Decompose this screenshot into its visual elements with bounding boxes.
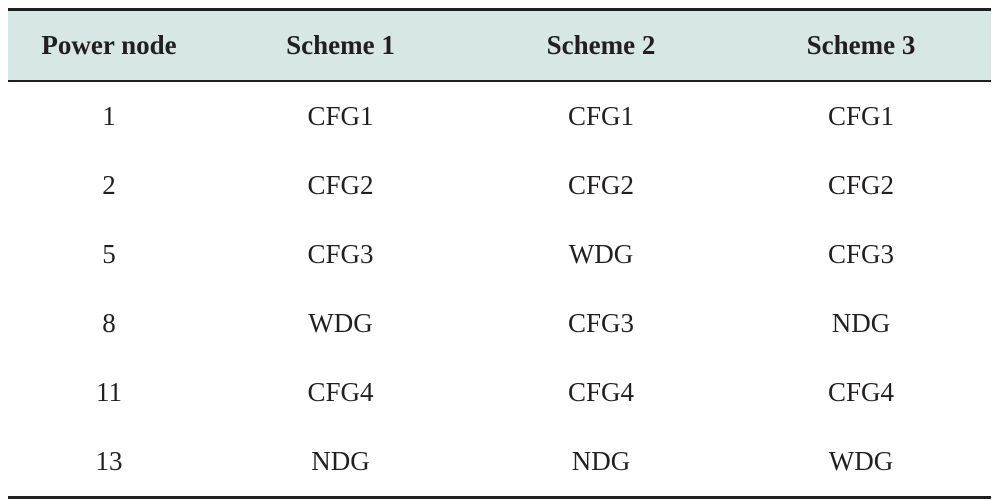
header-scheme-2: Scheme 2 xyxy=(471,8,731,82)
power-node-scheme-table: Power node Scheme 1 Scheme 2 Scheme 3 1 … xyxy=(8,8,991,499)
cell-scheme-3: WDG xyxy=(731,427,991,499)
cell-scheme-3: CFG2 xyxy=(827,170,895,200)
cell-power-node: 5 xyxy=(102,239,116,269)
cell-scheme-3: NDG xyxy=(831,308,891,338)
cell-scheme-2: CFG3 xyxy=(567,308,635,338)
cell-scheme-2: WDG xyxy=(568,239,634,269)
table-body: 1 CFG1 CFG1 CFG1 2 CFG2 CFG2 CFG2 5 CFG3… xyxy=(8,81,991,499)
header-scheme-3: Scheme 3 xyxy=(731,8,991,82)
table-header: Power node Scheme 1 Scheme 2 Scheme 3 xyxy=(8,8,991,82)
cell-scheme-2: CFG4 xyxy=(567,377,635,407)
header-row: Power node Scheme 1 Scheme 2 Scheme 3 xyxy=(8,8,991,82)
header-power-node: Power node xyxy=(8,8,210,82)
cell-power-node: 13 xyxy=(8,427,210,499)
table-row: 8 WDG CFG3 NDG xyxy=(8,289,991,358)
table-row: 1 CFG1 CFG1 CFG1 xyxy=(8,81,991,151)
cell-power-node: 8 xyxy=(102,308,116,338)
table-row: 2 CFG2 CFG2 CFG2 xyxy=(8,151,991,220)
cell-scheme-1: CFG1 xyxy=(307,101,374,131)
header-scheme-1: Scheme 1 xyxy=(210,8,471,82)
table-row: 5 CFG3 WDG CFG3 xyxy=(8,220,991,289)
cell-scheme-1: CFG4 xyxy=(307,377,374,407)
cell-scheme-1: CFG3 xyxy=(307,239,374,269)
table-row: 13 NDG NDG WDG xyxy=(8,427,991,499)
cell-scheme-2: CFG1 xyxy=(567,101,635,131)
cell-power-node: 2 xyxy=(102,170,116,200)
data-table-container: Power node Scheme 1 Scheme 2 Scheme 3 1 … xyxy=(8,8,991,499)
cell-scheme-3: CFG1 xyxy=(827,101,895,131)
cell-power-node: 1 xyxy=(102,101,116,131)
cell-scheme-1: CFG2 xyxy=(307,170,374,200)
cell-power-node: 11 xyxy=(96,377,122,407)
cell-scheme-3: CFG4 xyxy=(827,377,895,407)
cell-scheme-2: NDG xyxy=(471,427,731,499)
table-row: 11 CFG4 CFG4 CFG4 xyxy=(8,358,991,427)
cell-scheme-1: NDG xyxy=(210,427,471,499)
cell-scheme-3: CFG3 xyxy=(827,239,895,269)
cell-scheme-1: WDG xyxy=(308,308,373,338)
cell-scheme-2: CFG2 xyxy=(567,170,635,200)
